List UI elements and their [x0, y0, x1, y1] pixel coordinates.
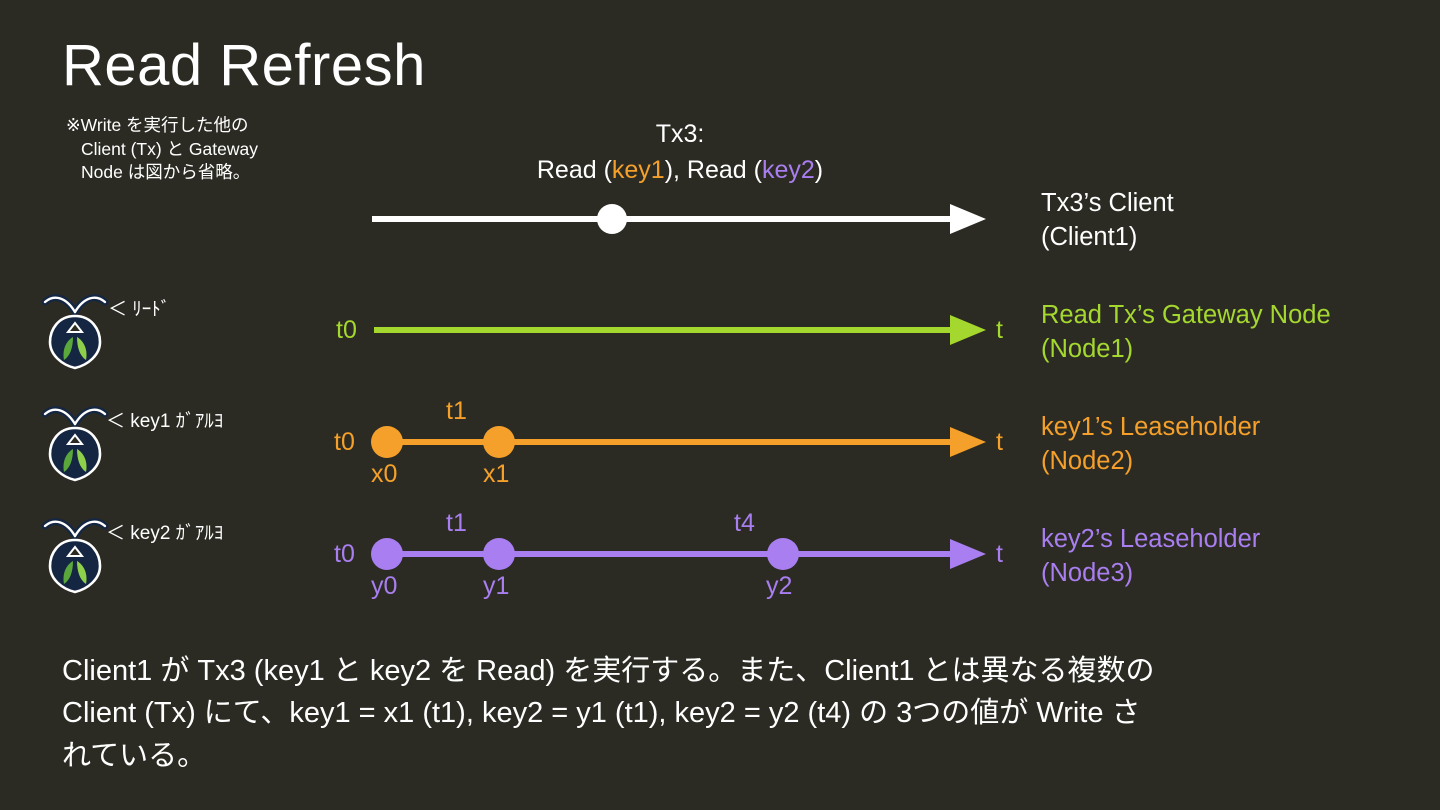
timeline-node3-axis — [374, 551, 954, 557]
timeline-node3-value-y0: y0 — [371, 572, 398, 600]
timeline-node3-label-t0: t0 — [334, 540, 355, 568]
cockroach-body — [48, 426, 102, 482]
cockroach-body — [48, 314, 102, 370]
timeline-node2-time-t1: t1 — [446, 397, 467, 425]
timeline-node2-dot-x1 — [483, 426, 515, 458]
cockroach-logo-icon — [41, 406, 109, 482]
cockroach-head-triangle — [65, 321, 85, 333]
timeline-node2-value-x0: x0 — [371, 460, 398, 488]
cockroach-logo-node1 — [38, 292, 112, 375]
tx3-header: Tx3: Read (key1), Read (key2) — [380, 116, 980, 189]
timeline-client1-axis — [372, 216, 952, 222]
summary-paragraph: Client1 が Tx3 (key1 と key2 を Read) を実行する… — [62, 650, 1392, 777]
cockroach-leaf-left — [63, 449, 73, 472]
timeline-client1-dot-read — [597, 204, 627, 234]
cockroach-head-triangle — [65, 433, 85, 445]
timeline-node1-label-t: t — [996, 316, 1003, 344]
logo-caption-node3: ＜ key2 ｶﾞｱﾙﾖ — [106, 523, 224, 544]
role-label-node1-line-1: Read Tx’s Gateway Node — [1041, 301, 1331, 329]
tx3-key1-token: key1 — [611, 156, 665, 185]
tx3-read-mid: ), Read ( — [664, 156, 762, 185]
cockroach-head-triangle — [65, 545, 85, 557]
role-label-node3: key2’s Leaseholder (Node3) — [1041, 522, 1260, 591]
timeline-node2-label-t0: t0 — [334, 428, 355, 456]
omission-note: ※Write を実行した他の Client (Tx) と Gateway Nod… — [66, 114, 336, 185]
cockroach-body — [48, 538, 102, 594]
timeline-node3-label-t: t — [996, 540, 1003, 568]
omission-note-line-2: Client (Tx) と Gateway — [81, 138, 258, 159]
timeline-node1-arrowhead — [950, 315, 986, 345]
role-label-client1-line-2: (Client1) — [1041, 223, 1138, 252]
role-label-node2-line-2: (Node2) — [1041, 447, 1134, 476]
summary-line-1: Client1 が Tx3 (key1 と key2 を Read) を実行する… — [62, 655, 1155, 687]
role-label-client1: Tx3’s Client (Client1) — [1041, 186, 1174, 255]
role-label-client1-line-1: Tx3’s Client — [1041, 189, 1174, 217]
timeline-node2-label-t: t — [996, 428, 1003, 456]
role-label-node3-line-2: (Node3) — [1041, 559, 1134, 588]
timeline-node1-axis — [374, 327, 954, 333]
cockroach-logo-node3 — [38, 516, 112, 599]
timeline-node2-dot-x0 — [371, 426, 403, 458]
tx3-key2-token: key2 — [761, 156, 815, 185]
logo-caption-node1: ＜ ﾘｰﾄﾞ — [108, 299, 171, 320]
timeline-node3-arrowhead — [950, 539, 986, 569]
cockroach-logo-icon — [41, 518, 109, 594]
logo-caption-node2: ＜ key1 ｶﾞｱﾙﾖ — [106, 411, 224, 432]
role-label-node3-line-1: key2’s Leaseholder — [1041, 525, 1261, 553]
cockroach-leaf-left — [63, 337, 73, 360]
cockroach-logo-node2 — [38, 404, 112, 487]
timeline-node3-value-y2: y2 — [766, 572, 793, 600]
role-label-node2: key1’s Leaseholder (Node2) — [1041, 410, 1260, 479]
timeline-node3-time-t4: t4 — [734, 509, 755, 537]
timeline-client1-arrowhead — [950, 204, 986, 234]
omission-note-line-3: Node は図から省略。 — [81, 162, 251, 183]
timeline-node2-arrowhead — [950, 427, 986, 457]
tx3-read-suffix: ) — [814, 156, 824, 185]
timeline-node3-time-t1: t1 — [446, 509, 467, 537]
cockroach-leaf-left — [63, 561, 73, 584]
cockroach-leaf-right — [77, 561, 87, 584]
role-label-node1: Read Tx’s Gateway Node (Node1) — [1041, 298, 1331, 367]
cockroach-logo-icon — [41, 294, 109, 370]
timeline-node3-value-y1: y1 — [483, 572, 510, 600]
role-label-node2-line-1: key1’s Leaseholder — [1041, 413, 1261, 441]
omission-note-line-1: ※Write を実行した他の — [66, 115, 249, 135]
timeline-node2-axis — [374, 439, 954, 445]
tx3-header-line-2: Read (key1), Read (key2) — [380, 152, 980, 188]
cockroach-leaf-right — [77, 449, 87, 472]
timeline-node3-dot-y2 — [767, 538, 799, 570]
tx3-header-line-1: Tx3: — [655, 120, 705, 148]
summary-line-2: Client (Tx) にて、key1 = x1 (t1), key2 = y1… — [62, 697, 1141, 730]
page-title: Read Refresh — [62, 33, 426, 98]
timeline-node2-value-x1: x1 — [483, 460, 510, 488]
role-label-node1-line-2: (Node1) — [1041, 335, 1134, 364]
timeline-node3-dot-y1 — [483, 538, 515, 570]
tx3-read-prefix: Read ( — [536, 156, 612, 185]
timeline-node1-label-t0: t0 — [336, 316, 357, 344]
summary-line-3: れている。 — [62, 739, 207, 772]
timeline-node3-dot-y0 — [371, 538, 403, 570]
cockroach-leaf-right — [77, 337, 87, 360]
